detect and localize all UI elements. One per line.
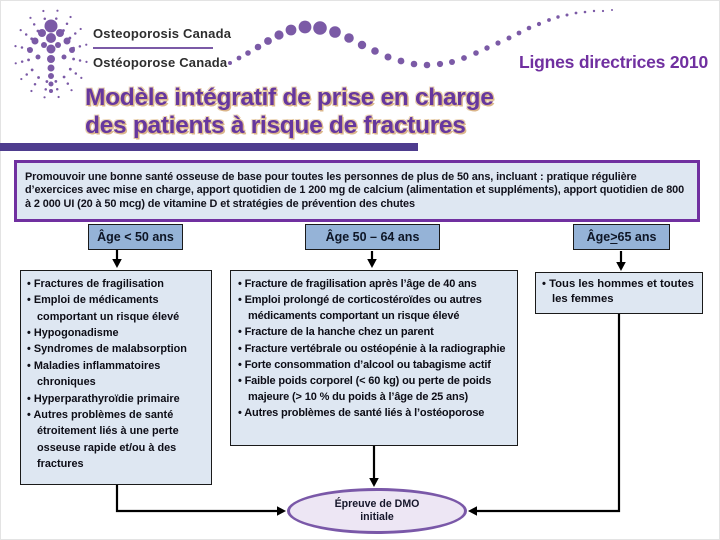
intro-recommendation-box: Promouvoir une bonne santé osseuse de ba… xyxy=(14,160,700,222)
list-item: Forte consommation d’alcool ou tabagisme… xyxy=(238,357,510,373)
list-item: Fractures de fragilisation xyxy=(27,276,205,292)
list-item: Autres problèmes de santé liés à l’ostéo… xyxy=(238,405,510,421)
list-item: Emploi de médicaments comportant un risq… xyxy=(27,292,205,325)
risk-factors-list-50-64: Fracture de fragilisation après l’âge de… xyxy=(238,276,510,421)
list-item: Maladies inflammatoires chroniques xyxy=(27,358,205,391)
risk-factors-box-50-64: Fracture de fragilisation après l’âge de… xyxy=(230,270,518,446)
page-title-line1: Modèle intégratif de prise en charge xyxy=(85,84,494,111)
age-group-header-under-50: Âge < 50 ans xyxy=(88,224,183,250)
risk-factors-box-65-plus: Tous les hommes et toutes les femmes xyxy=(535,272,703,314)
list-item: Syndromes de malabsorption xyxy=(27,341,205,357)
risk-factors-list-65-plus: Tous les hommes et toutes les femmes xyxy=(542,277,696,308)
age-group-header-50-64: Âge 50 – 64 ans xyxy=(305,224,440,250)
guidelines-label: Lignes directrices 2010 xyxy=(519,52,708,72)
risk-factors-box-under-50: Fractures de fragilisationEmploi de médi… xyxy=(20,270,212,485)
list-item: Hypogonadisme xyxy=(27,325,205,341)
list-item: Faible poids corporel (< 60 kg) ou perte… xyxy=(238,373,510,405)
list-item: Hyperparathyroïdie primaire xyxy=(27,391,205,407)
brand-divider xyxy=(93,47,213,49)
osteoporosis-canada-logo-icon xyxy=(14,9,88,99)
brand-name-en: Osteoporosis Canada xyxy=(93,26,232,41)
list-item: Tous les hommes et toutes les femmes xyxy=(542,277,696,308)
brand-block: Osteoporosis Canada Ostéoporose Canada xyxy=(93,26,231,70)
page-title: Modèle intégratif de prise en charge des… xyxy=(85,84,685,140)
intro-recommendation-text: Promouvoir une bonne santé osseuse de ba… xyxy=(25,171,685,210)
dot-wave-icon xyxy=(228,9,613,69)
age-group-header-65-plus: Âge > 65 ans xyxy=(573,224,670,250)
title-underline xyxy=(0,143,418,151)
age-65-header-prefix: Âge xyxy=(586,230,611,244)
list-item: Autres problèmes de santé étroitement li… xyxy=(27,407,205,472)
list-item: Fracture de fragilisation après l’âge de… xyxy=(238,276,510,292)
age-65-header-operator: > xyxy=(610,230,618,244)
bmd-test-label-line1: Épreuve de DMO xyxy=(334,497,420,510)
page-title-line2: des patients à risque de fractures xyxy=(85,112,466,139)
list-item: Fracture de la hanche chez un parent xyxy=(238,324,510,340)
age-65-header-suffix: 65 ans xyxy=(617,230,657,244)
list-item: Fracture vertébrale ou ostéopénie à la r… xyxy=(238,341,510,357)
list-item: Emploi prolongé de corticostéroïdes ou a… xyxy=(238,292,510,324)
bmd-test-label-line2: initiale xyxy=(360,511,394,523)
bmd-test-terminal-node: Épreuve de DMO initiale xyxy=(287,488,467,534)
risk-factors-list-under-50: Fractures de fragilisationEmploi de médi… xyxy=(27,276,205,472)
brand-name-fr: Ostéoporose Canada xyxy=(93,55,228,70)
